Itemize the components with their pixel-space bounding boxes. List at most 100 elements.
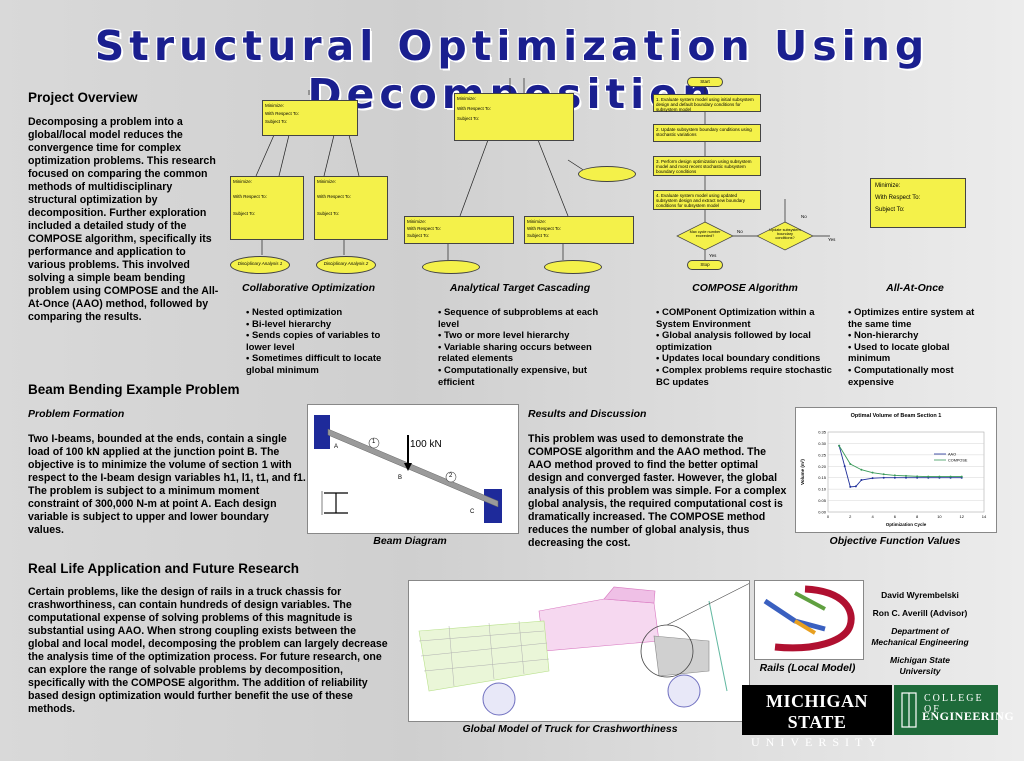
data-point-aao bbox=[854, 485, 857, 488]
method-name-compose: COMPOSE Algorithm bbox=[692, 282, 798, 294]
co-system-box: Minimize: With Respect To: Subject To: bbox=[262, 100, 358, 136]
data-point-compose bbox=[905, 474, 907, 477]
y-tick-label: 0.30 bbox=[818, 441, 827, 446]
co-sub2-wrt: With Respect To: bbox=[317, 194, 351, 199]
credits: David Wyrembelski Ron C. Averill (Adviso… bbox=[870, 590, 970, 677]
atc-bullet: • Variable sharing occurs between relate… bbox=[438, 341, 592, 365]
load-arrowhead bbox=[404, 463, 412, 471]
chart-plot-area bbox=[827, 431, 985, 513]
data-point-aao bbox=[871, 477, 874, 480]
compose-decision-2-label: Update subsystem boundary conditions? bbox=[769, 228, 801, 240]
truck-caption: Global Model of Truck for Crashworthines… bbox=[462, 723, 678, 735]
co-bullet: • Nested optimization bbox=[246, 307, 343, 318]
data-point-compose bbox=[849, 463, 852, 465]
aao-bullet: • Non-hierarchy bbox=[848, 330, 919, 342]
compose-yes-1: Yes bbox=[709, 253, 717, 258]
compose-yes-2: Yes bbox=[828, 237, 836, 242]
compose-decision-2 bbox=[756, 221, 814, 251]
atc-right-minimize: Minimize: bbox=[527, 219, 547, 224]
co-analysis1: Disciplinary Analysis 1 bbox=[230, 256, 290, 274]
atc-diagram: Minimize: With Respect To: Subject To: M… bbox=[398, 78, 640, 278]
chart-title: Optimal Volume of Beam Section 1 bbox=[851, 413, 942, 419]
legend-label-aao: AAO bbox=[948, 453, 956, 457]
y-tick-label: 0.15 bbox=[818, 475, 827, 480]
data-point-compose bbox=[949, 475, 952, 478]
co-subject-label: Subject To: bbox=[265, 119, 288, 124]
atc-top-wrt: With Respect To: bbox=[457, 106, 491, 111]
point-b-label: B bbox=[398, 475, 403, 481]
aao-subject-label: Subject To: bbox=[875, 207, 905, 213]
point-a-label: A bbox=[334, 444, 339, 450]
atc-top-subject: Subject To: bbox=[457, 116, 480, 121]
truck-model-figure bbox=[408, 580, 755, 722]
data-point-compose bbox=[938, 475, 941, 478]
co-sub1-minimize: Minimize: bbox=[233, 179, 253, 184]
x-tick-label: 4 bbox=[871, 514, 874, 519]
author-name: David Wyrembelski bbox=[881, 590, 959, 600]
co-bullet: • Sends copies of variables to lower lev… bbox=[246, 330, 381, 353]
co-bullet: • Sometimes difficult to locate global m… bbox=[246, 353, 382, 376]
data-point-aao bbox=[843, 465, 846, 468]
atc-bullet: • Two or more level hierarchy bbox=[438, 330, 570, 342]
compose-bullet: • COMPonent Optimization within a System… bbox=[656, 307, 815, 330]
compose-step-2: 2. Update subsystem boundary conditions … bbox=[653, 124, 761, 142]
beam-diagram: 100 kN A B C 1 2 bbox=[307, 404, 519, 534]
co-analysis2: Disciplinary Analysis 2 bbox=[316, 256, 376, 274]
objective-chart-svg: Optimal Volume of Beam Section 10.000.05… bbox=[800, 413, 987, 527]
compose-flowchart: Start 1. Evaluate system model using ini… bbox=[645, 74, 840, 274]
real-life-text: Certain problems, like the design of rai… bbox=[28, 586, 388, 715]
right-support bbox=[484, 489, 502, 523]
aao-box: Minimize: With Respect To: Subject To: bbox=[870, 178, 966, 228]
atc-left-minimize: Minimize: bbox=[407, 219, 427, 224]
aao-bullet: • Used to locate global minimum bbox=[848, 341, 950, 365]
atc-top-box: Minimize: With Respect To: Subject To: bbox=[454, 93, 574, 141]
y-tick-label: 0.35 bbox=[818, 430, 827, 435]
rails-figure bbox=[754, 580, 864, 660]
x-tick-label: 6 bbox=[894, 514, 897, 519]
co-wrt-label: With Respect To: bbox=[265, 111, 299, 116]
left-support bbox=[314, 415, 330, 449]
x-tick-label: 0 bbox=[827, 514, 830, 519]
co-sub1-box: Minimize: With Respect To: Subject To: bbox=[230, 176, 304, 240]
aao-bullets: • Optimizes entire system at the same ti… bbox=[848, 307, 988, 388]
truck-roof bbox=[603, 586, 656, 604]
atc-left-target bbox=[422, 260, 480, 274]
compose-decision-1-label: Max cycle number exceeded? bbox=[689, 230, 721, 238]
atc-right-box: Minimize: With Respect To: Subject To: bbox=[524, 216, 634, 244]
compose-no-2: No bbox=[801, 214, 807, 219]
atc-right-wrt: With Respect To: bbox=[527, 226, 561, 231]
rail-red bbox=[774, 585, 855, 652]
data-point-compose bbox=[927, 475, 930, 478]
problem-formation-label: Problem Formation bbox=[28, 408, 125, 420]
compose-step-4: 4. Evaluate system model using updated s… bbox=[653, 190, 761, 210]
co-sub1-wrt: With Respect To: bbox=[233, 194, 267, 199]
chart-caption: Objective Function Values bbox=[829, 535, 961, 547]
results-label: Results and Discussion bbox=[528, 408, 647, 420]
truck-bed bbox=[418, 620, 550, 692]
co-bullets: • Nested optimization • Bi-level hierarc… bbox=[246, 307, 396, 377]
data-point-aao bbox=[916, 476, 919, 479]
co-bullet: • Bi-level hierarchy bbox=[246, 318, 332, 330]
data-point-compose bbox=[893, 474, 896, 477]
x-tick-label: 14 bbox=[982, 514, 987, 519]
beam-heading: Beam Bending Example Problem bbox=[28, 382, 240, 397]
compose-bullet: • Complex problems require stochastic BC… bbox=[656, 364, 832, 388]
aao-bullet: • Optimizes entire system at the same ti… bbox=[848, 307, 975, 330]
rails-svg bbox=[763, 585, 855, 652]
series-line-compose bbox=[838, 445, 962, 478]
data-point-aao bbox=[860, 479, 863, 481]
project-overview-text: Decomposing a problem into a global/loca… bbox=[28, 116, 219, 323]
university: Michigan State University bbox=[890, 655, 950, 676]
x-tick-label: 2 bbox=[849, 514, 852, 519]
msu-logo: MICHIGAN STATE UNIVERSITY bbox=[742, 685, 892, 749]
co-sub2-minimize: Minimize: bbox=[317, 179, 337, 184]
aao-bullet: • Computationally most expensive bbox=[848, 364, 954, 388]
data-point-aao bbox=[882, 476, 885, 479]
coe-logo: COLLEGE OF ENGINEERING bbox=[894, 685, 1014, 735]
compose-flow-lines bbox=[676, 86, 830, 260]
section-2-label: 2 bbox=[449, 473, 453, 479]
beam-diagram-caption: Beam Diagram bbox=[373, 535, 447, 547]
x-tick-label: 10 bbox=[937, 514, 942, 519]
data-point-compose bbox=[860, 468, 863, 471]
